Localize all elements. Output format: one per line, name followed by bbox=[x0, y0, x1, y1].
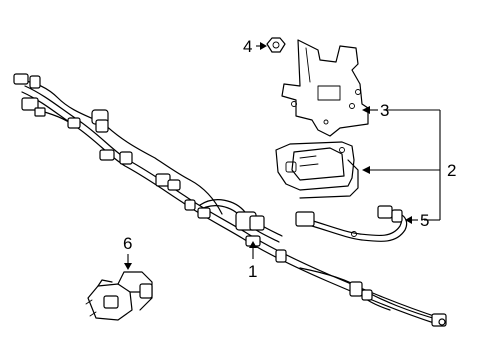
callout-5: 5 bbox=[420, 211, 429, 230]
arrow-4 bbox=[260, 42, 267, 50]
jumper-harness-part bbox=[295, 205, 408, 243]
callout-6: 6 bbox=[123, 234, 132, 253]
arrow-2 bbox=[362, 166, 370, 174]
sensor-bracket-part bbox=[85, 271, 153, 321]
callout-4: 4 bbox=[243, 37, 252, 56]
wiring-harness-part bbox=[13, 73, 447, 327]
callout-leaders bbox=[124, 42, 441, 270]
arrow-1 bbox=[249, 241, 257, 248]
control-module-part bbox=[275, 141, 359, 199]
arrow-3 bbox=[362, 106, 370, 114]
callout-1: 1 bbox=[248, 262, 257, 281]
arrow-6 bbox=[124, 263, 132, 270]
nut-part bbox=[266, 37, 286, 53]
arrow-5 bbox=[405, 216, 412, 224]
callout-3: 3 bbox=[380, 101, 389, 120]
callout-2: 2 bbox=[447, 161, 456, 180]
mounting-bracket-part bbox=[281, 39, 369, 137]
